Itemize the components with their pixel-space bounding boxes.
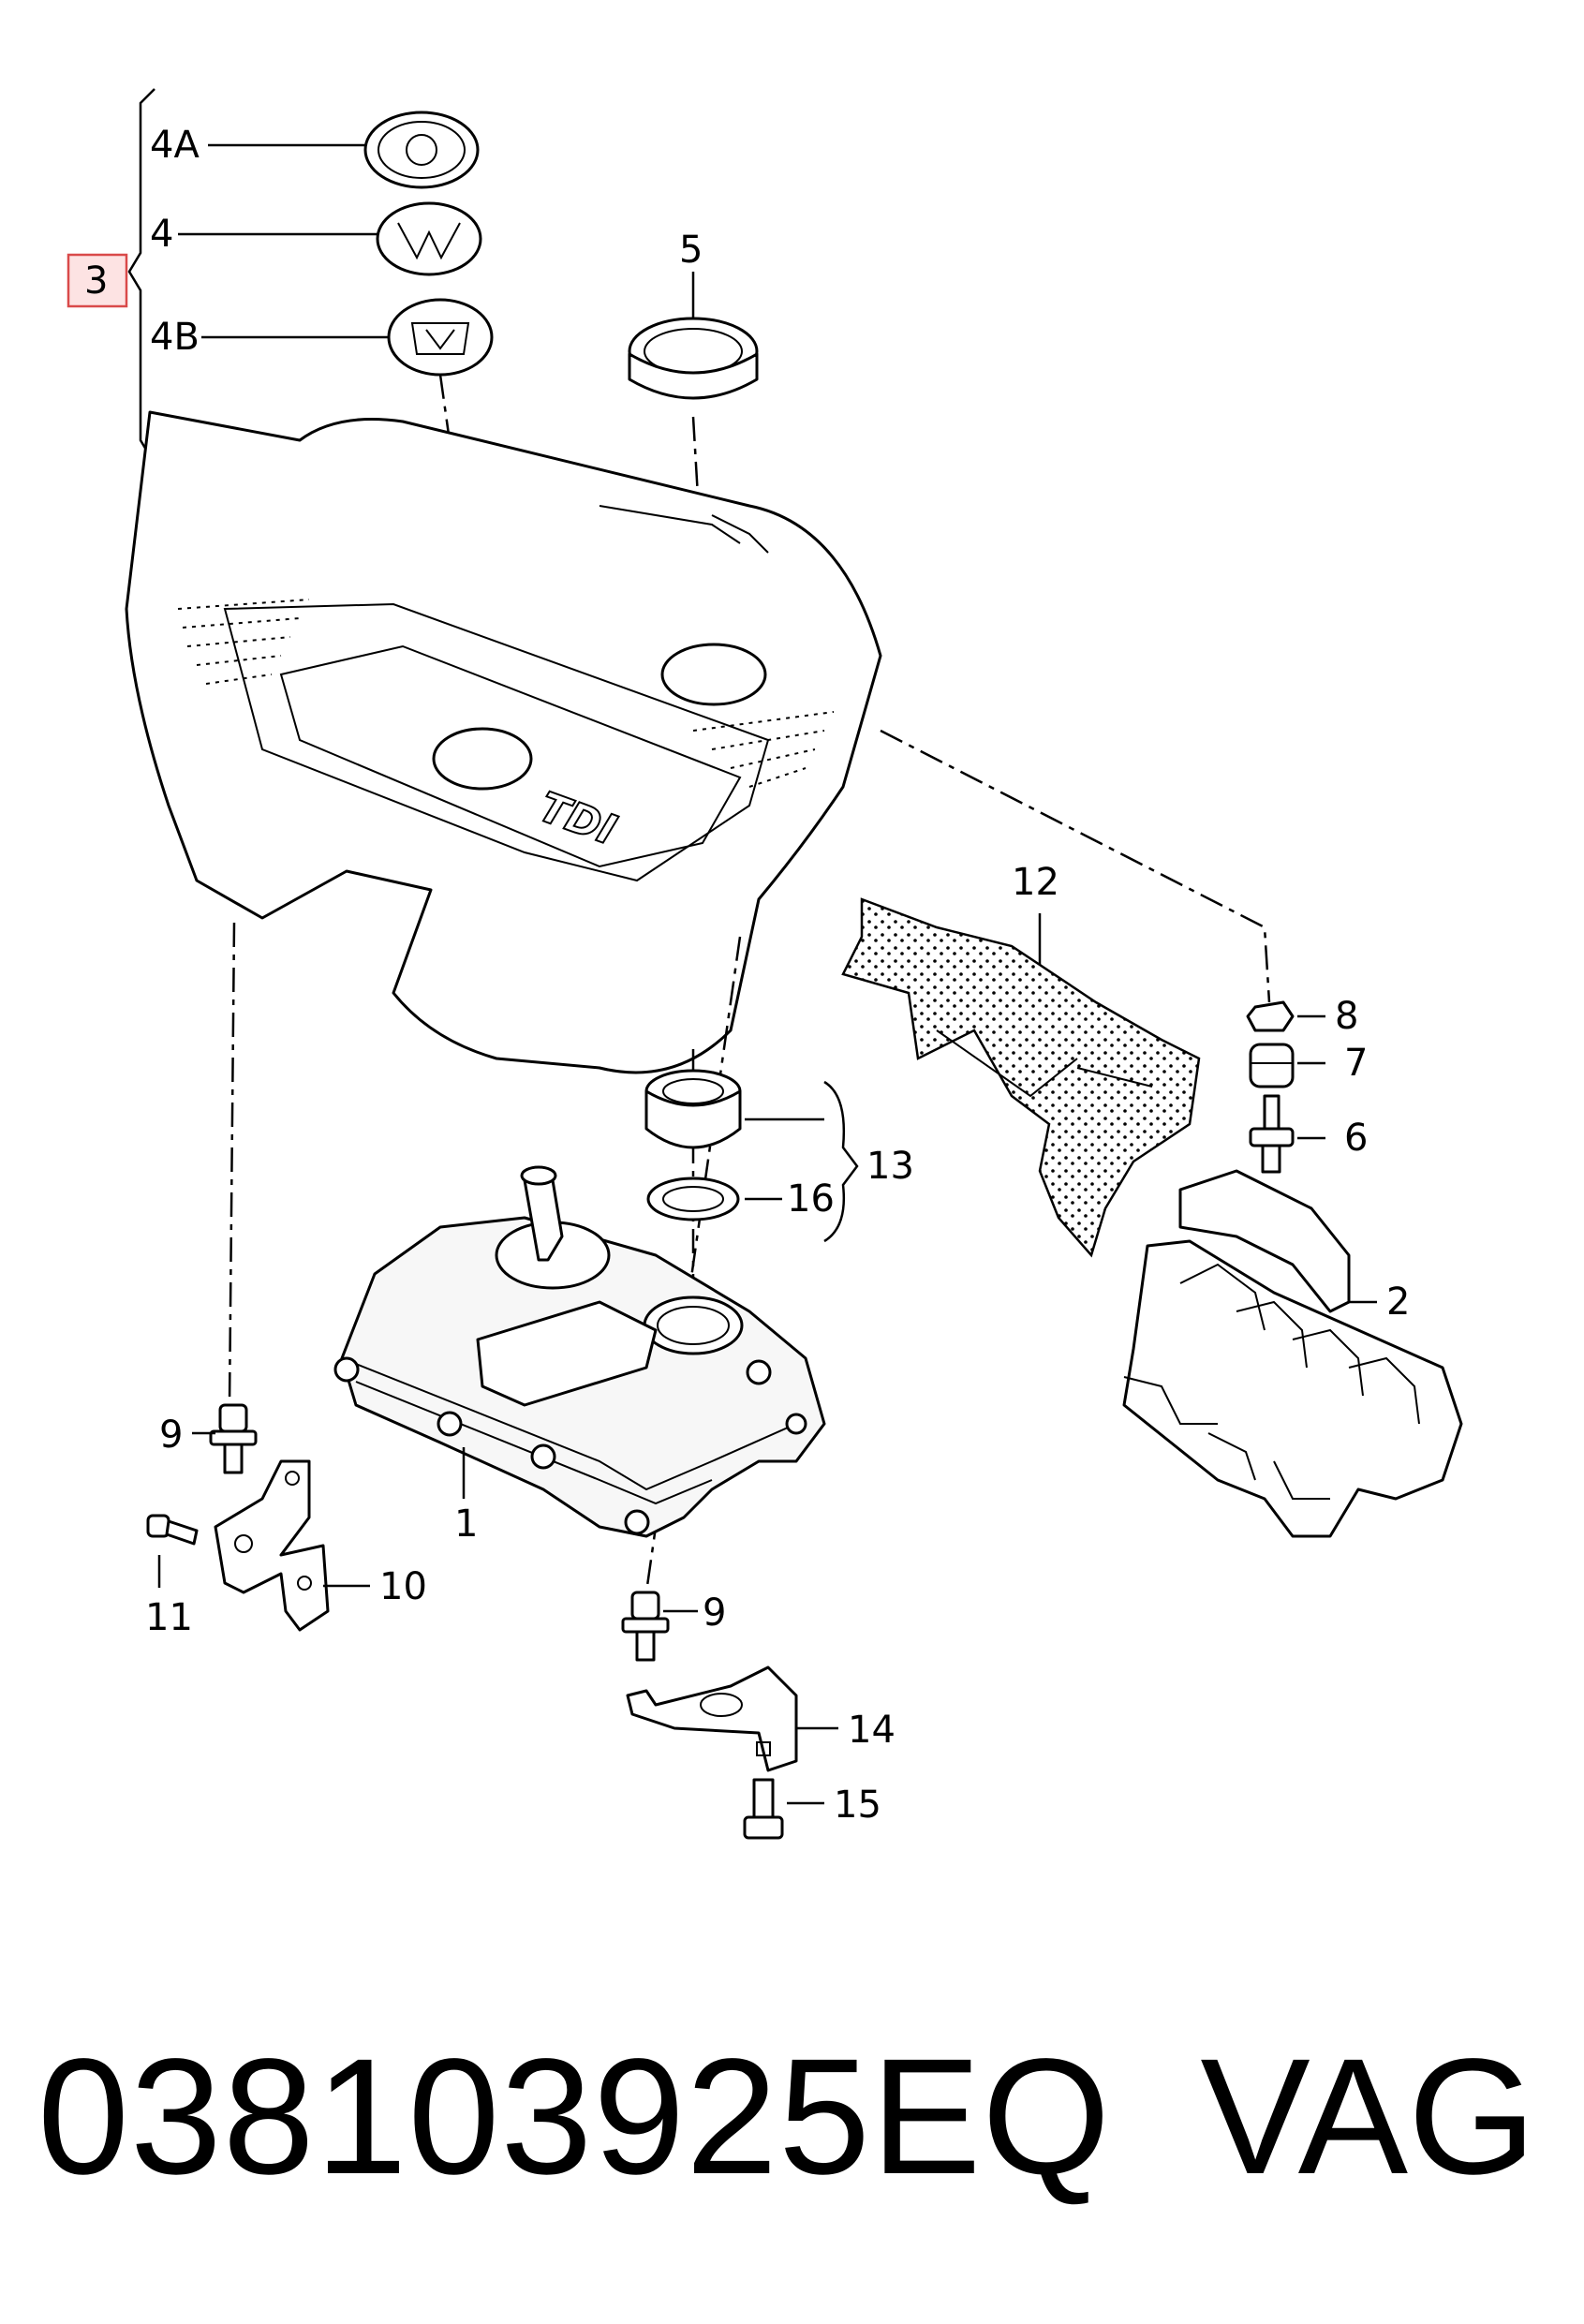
- intake-manifold-2: 2: [1122, 1169, 1463, 1538]
- part-footer: 038103925EQ VAG: [37, 2023, 1555, 2211]
- callout-9-left: 9: [159, 1414, 183, 1457]
- callout-8: 8: [1335, 995, 1358, 1038]
- callout-14: 14: [848, 1709, 896, 1752]
- axis-cover-bolt-left: [228, 922, 236, 1406]
- callout-3: 3: [84, 259, 108, 303]
- callout-1: 1: [454, 1502, 478, 1546]
- stud-6: 6: [1249, 1094, 1368, 1174]
- seal-16: 16: [646, 1177, 835, 1221]
- callout-5: 5: [679, 229, 703, 272]
- bolt-11: 11: [145, 1514, 199, 1639]
- cover-opening-filler: [660, 643, 767, 706]
- callout-3-highlight[interactable]: [67, 253, 128, 308]
- callout-12: 12: [1012, 861, 1059, 904]
- badge-4a: 4A: [150, 111, 480, 189]
- cover-opening-badge: [432, 727, 533, 791]
- callout-13: 13: [866, 1145, 914, 1188]
- nut-8: 8: [1246, 995, 1358, 1038]
- badge-4b: 4B: [150, 298, 494, 377]
- engine-cover: TDI: [125, 410, 882, 1074]
- bolt-9-center: 9: [621, 1591, 726, 1662]
- callout-11: 11: [145, 1596, 193, 1639]
- callout-4: 4: [150, 213, 173, 256]
- callout-2: 2: [1386, 1280, 1410, 1324]
- bracket-14: 14: [626, 1665, 896, 1772]
- callout-6: 6: [1344, 1117, 1368, 1160]
- callout-15: 15: [834, 1784, 881, 1827]
- bush-7: 7: [1249, 1042, 1368, 1088]
- callout-16: 16: [787, 1177, 835, 1221]
- group-bracket-3: 3: [67, 88, 156, 465]
- callout-9-center: 9: [703, 1591, 726, 1635]
- callout-7: 7: [1344, 1042, 1368, 1085]
- cover-texture-right: [692, 711, 835, 788]
- cylinder-head-cover-1: 1: [333, 1165, 826, 1546]
- bolt-9-left: 9: [159, 1403, 258, 1474]
- bracket-13: [823, 1080, 859, 1243]
- heat-shield-12: 12: [841, 861, 1201, 1258]
- callout-10: 10: [379, 1565, 427, 1608]
- part-number: 038103925EQ: [37, 2025, 1112, 2209]
- oil-filler-cap-13: [644, 1069, 824, 1149]
- badge-4: 4: [150, 201, 482, 276]
- callout-4b: 4B: [150, 316, 200, 359]
- bolt-15: 15: [743, 1778, 881, 1840]
- bracket-10: 10: [214, 1459, 427, 1632]
- cover-texture-left: [177, 599, 310, 685]
- grommet-5: 5: [628, 229, 759, 400]
- axis-cover-nut: [880, 729, 1271, 1003]
- manufacturer-name: VAG: [1200, 2025, 1536, 2209]
- callout-4a: 4A: [150, 124, 200, 167]
